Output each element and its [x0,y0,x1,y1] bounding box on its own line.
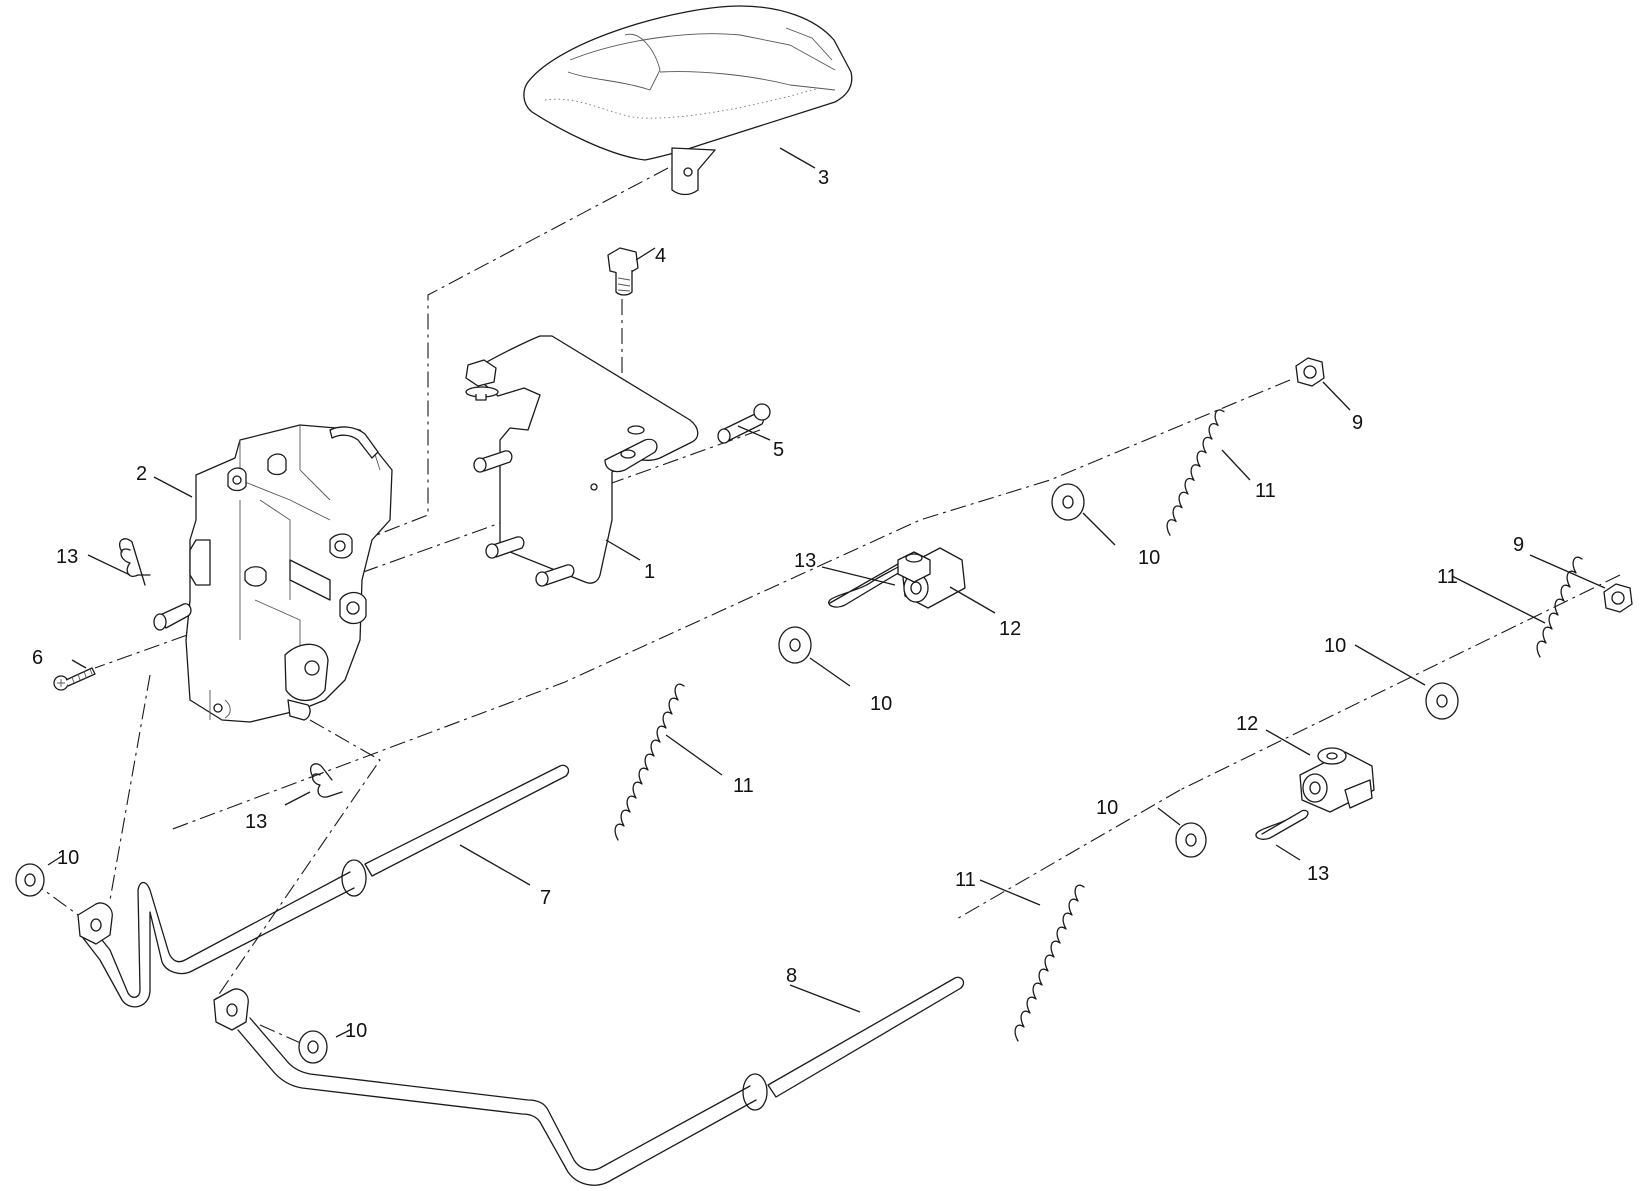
callout-4: 4 [655,245,666,267]
callout-10d: 10 [1096,797,1118,819]
part-11-springs [614,409,1583,1042]
callout-13c: 13 [794,550,816,572]
callout-5: 5 [773,439,784,461]
part-3-cover [523,5,853,196]
callout-13b: 13 [245,811,267,833]
callout-10b: 10 [870,693,892,715]
callout-13d: 13 [1307,863,1329,885]
callout-11a: 11 [1255,480,1276,502]
part-8-rod [213,976,965,1186]
callout-7: 7 [540,887,551,909]
callout-11b: 11 [733,775,754,797]
callout-10e: 10 [57,847,79,869]
part-4-bolt [607,247,639,296]
part-2-control-module [153,424,393,723]
callout-9a: 9 [1352,412,1363,434]
callout-1: 1 [644,561,655,583]
callout-11c: 11 [1437,566,1458,588]
part-12-swivels [897,547,1375,813]
part-10-washers [15,483,1459,1064]
callout-10c: 10 [1324,635,1346,657]
callout-6: 6 [32,647,43,669]
callout-10f: 10 [345,1020,367,1042]
callout-12b: 12 [1236,713,1258,735]
callout-labels: 1 2 3 4 5 6 7 8 9 9 10 10 10 10 10 10 11… [32,167,1524,1042]
callout-3: 3 [818,167,829,189]
part-9-nuts [1295,357,1633,613]
callout-13a: 13 [56,546,78,568]
leader-lines [47,147,1606,1038]
callout-2: 2 [136,463,147,485]
callout-11d: 11 [955,869,976,891]
callout-10a: 10 [1138,547,1160,569]
callout-9b: 9 [1513,534,1524,556]
part-6-screw [53,667,96,691]
part-5-pin [717,403,771,444]
part-1-bracket [465,335,699,587]
callout-8: 8 [786,965,797,987]
callout-12a: 12 [999,618,1021,640]
part-7-rod [77,764,570,1008]
